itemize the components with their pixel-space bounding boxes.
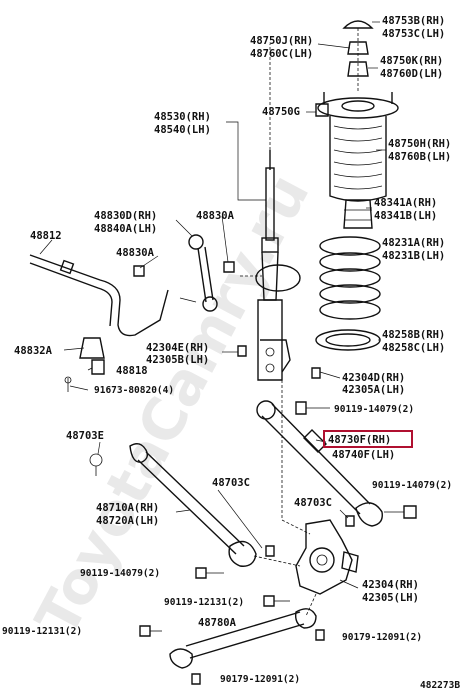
- part-label: 48720A(LH): [96, 515, 159, 527]
- part-label: 90119-12131(2): [2, 626, 82, 637]
- strut-upper-parts: [315, 20, 399, 229]
- part-label: 90119-14079(2): [80, 568, 160, 579]
- part-label: 42304(RH): [362, 579, 419, 591]
- part-label: 48812: [30, 230, 62, 242]
- part-label: 48750K(RH): [380, 55, 443, 67]
- part-label: 42305A(LH): [342, 384, 405, 396]
- part-label: 48760C(LH): [250, 48, 313, 60]
- part-label: 48753B(RH): [382, 15, 445, 27]
- leader-lines: [39, 21, 386, 589]
- part-label: 42305(LH): [362, 592, 419, 604]
- part-label: 48760D(LH): [380, 68, 443, 80]
- highlight-box: [323, 430, 413, 448]
- part-label: 48753C(LH): [382, 28, 445, 40]
- part-label: 90119-12131(2): [164, 597, 244, 608]
- part-label: 48760B(LH): [388, 151, 451, 163]
- part-labels: 48753B(RH) 48753C(LH) 48750J(RH) 48760C(…: [2, 15, 460, 691]
- part-label: 48703C: [294, 497, 332, 509]
- part-label: 42305B(LH): [146, 354, 209, 366]
- assembly-lines: [240, 28, 359, 617]
- part-label: 48341A(RH): [374, 197, 437, 209]
- part-label: 48703C: [212, 477, 250, 489]
- diagram-id: 482273B: [420, 680, 460, 691]
- part-label: 48341B(LH): [374, 210, 437, 222]
- rear-axle-carrier: [295, 515, 359, 595]
- part-label: 48750G: [262, 106, 300, 118]
- coil-spring: [315, 236, 381, 351]
- part-label: 48750J(RH): [250, 35, 313, 47]
- part-label: 48830A: [196, 210, 235, 222]
- part-label: 48703E: [66, 430, 104, 442]
- strut-rod: [169, 608, 325, 685]
- part-label: 48730F(RH): [328, 434, 391, 446]
- part-label: 48231A(RH): [382, 237, 445, 249]
- part-label: 48231B(LH): [382, 250, 445, 262]
- part-label: 48740F(LH): [332, 449, 395, 461]
- part-label: 42304D(RH): [342, 372, 405, 384]
- part-label: 91673-80820(4): [94, 385, 174, 396]
- part-label: 48258C(LH): [382, 342, 445, 354]
- part-label: 42304E(RH): [146, 342, 209, 354]
- strut-bolts: [237, 345, 321, 379]
- part-label: 48832A: [14, 345, 53, 357]
- bolts: [139, 505, 417, 637]
- rear-control-arm-no2: [89, 443, 275, 567]
- part-label: 48710A(RH): [96, 502, 159, 514]
- part-label: 90179-12091(2): [220, 674, 300, 685]
- part-label: 90119-14079(2): [334, 404, 414, 415]
- part-label: 48780A: [198, 617, 237, 629]
- part-label: 48818: [116, 365, 148, 377]
- stabilizer-bar: [29, 254, 169, 392]
- rear-control-arm-no1: [256, 400, 383, 527]
- stabilizer-link: [133, 234, 235, 312]
- part-label: 48750H(RH): [388, 138, 451, 150]
- part-label: 48540(LH): [154, 124, 211, 136]
- part-label: 90119-14079(2): [372, 480, 452, 491]
- part-label: 48840A(LH): [94, 223, 157, 235]
- part-label: 48830A: [116, 247, 155, 259]
- part-label: 48258B(RH): [382, 329, 445, 341]
- watermark: ToyotaCamry.ru: [22, 163, 322, 646]
- part-label: 48530(RH): [154, 111, 211, 123]
- part-label: 90179-12091(2): [342, 632, 422, 643]
- part-label: 48830D(RH): [94, 210, 157, 222]
